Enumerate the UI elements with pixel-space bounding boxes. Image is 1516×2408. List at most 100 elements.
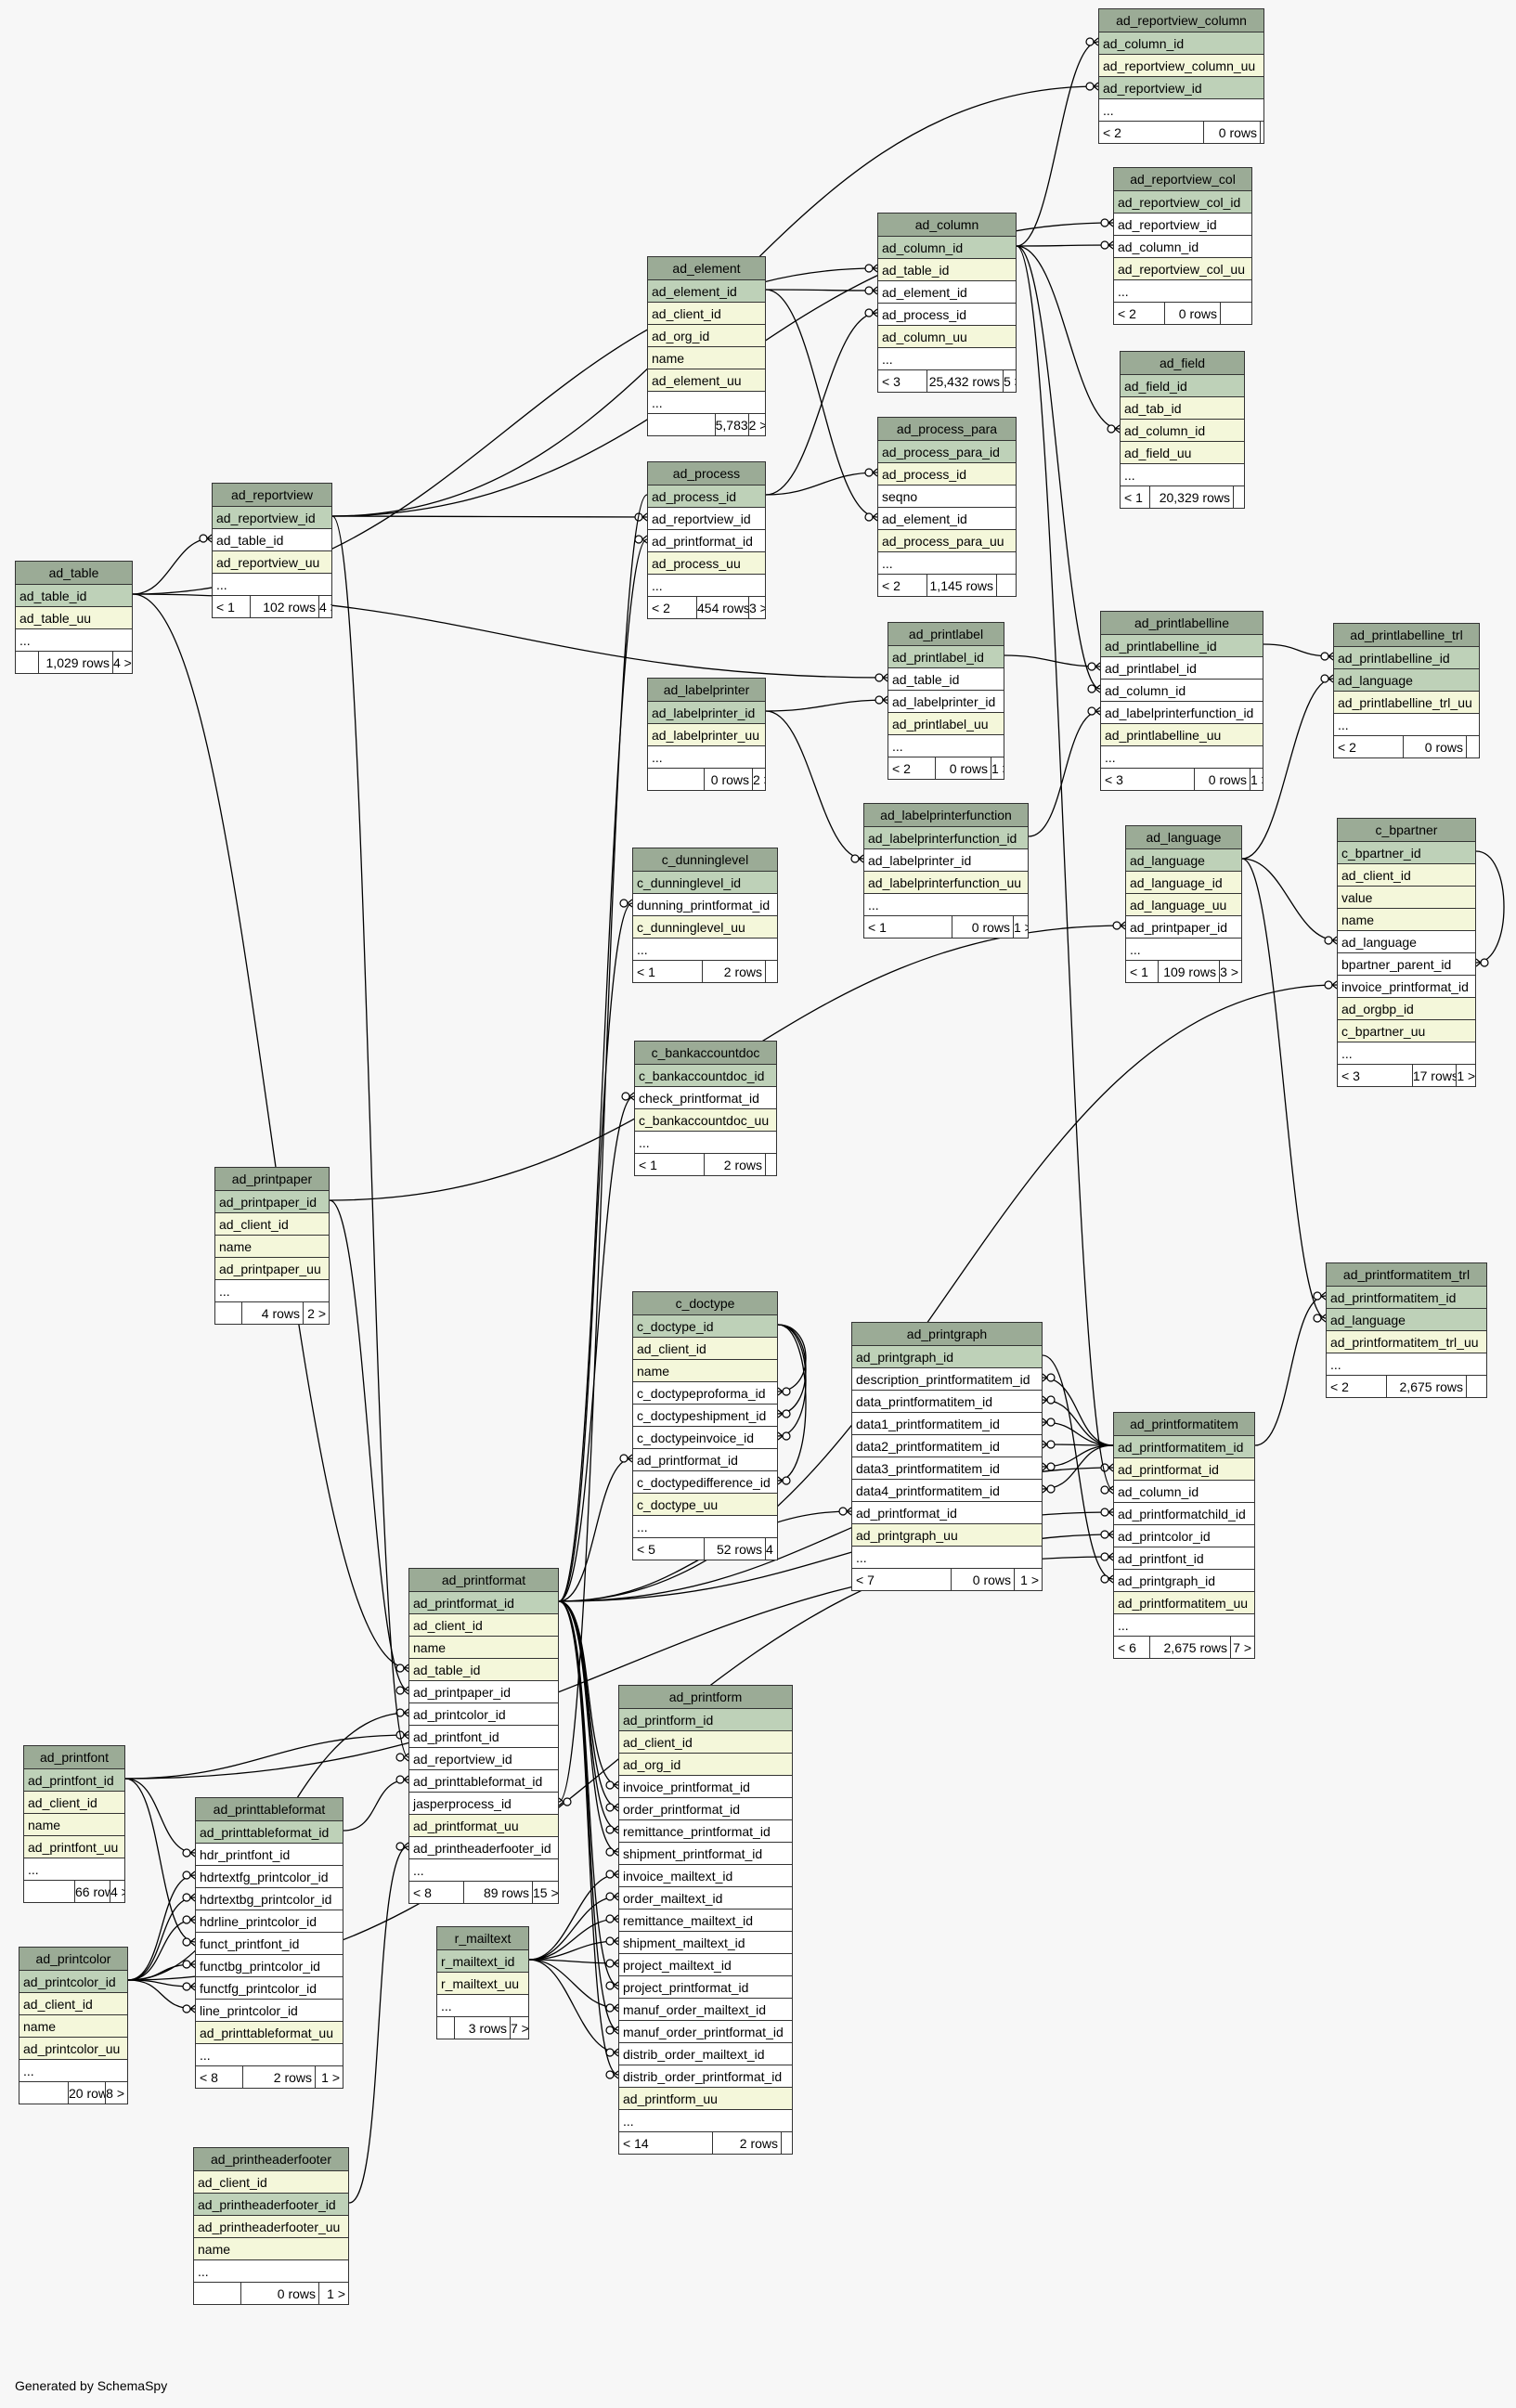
column-row[interactable]: c_doctypeproforma_id bbox=[633, 1381, 777, 1404]
table-title[interactable]: c_bankaccountdoc bbox=[635, 1042, 776, 1064]
column-row[interactable]: ad_client_id bbox=[19, 1992, 127, 2014]
children-count[interactable]: 1 > bbox=[315, 2066, 343, 2088]
column-row[interactable]: ad_column_id bbox=[1101, 679, 1263, 701]
children-count[interactable] bbox=[781, 2132, 792, 2154]
column-row[interactable]: ad_language bbox=[1126, 848, 1241, 871]
column-row[interactable]: ad_printformat_id bbox=[1114, 1457, 1254, 1480]
column-row[interactable]: ad_process_id bbox=[878, 462, 1016, 485]
column-row[interactable]: ad_printheaderfooter_uu bbox=[194, 2215, 348, 2237]
column-row[interactable]: hdrtextfg_printcolor_id bbox=[196, 1865, 343, 1887]
column-row[interactable]: c_dunninglevel_id bbox=[633, 871, 777, 893]
parents-count[interactable]: < 1 bbox=[1130, 964, 1148, 979]
table-title[interactable]: ad_printfont bbox=[24, 1746, 124, 1768]
column-row[interactable]: ad_labelprinter_id bbox=[888, 690, 1004, 712]
column-row[interactable]: c_doctype_uu bbox=[633, 1493, 777, 1515]
column-row[interactable]: ad_printlabelline_trl_uu bbox=[1334, 691, 1479, 713]
column-row[interactable]: ad_labelprinter_id bbox=[864, 848, 1028, 871]
column-row[interactable]: ad_printlabelline_uu bbox=[1101, 723, 1263, 745]
column-row[interactable]: ad_reportview_col_uu bbox=[1114, 257, 1251, 279]
column-row[interactable]: ad_element_id bbox=[648, 279, 765, 302]
column-row[interactable]: ad_client_id bbox=[215, 1212, 329, 1235]
column-row[interactable]: r_mailtext_id bbox=[437, 1949, 528, 1972]
column-row[interactable]: description_printformatitem_id bbox=[852, 1367, 1042, 1390]
column-row[interactable]: ad_table_id bbox=[888, 667, 1004, 690]
parents-count[interactable]: < 3 bbox=[1341, 1068, 1360, 1083]
column-row[interactable]: functfg_printcolor_id bbox=[196, 1976, 343, 1999]
column-row[interactable]: ad_printfont_uu bbox=[24, 1835, 124, 1858]
table-title[interactable]: ad_labelprinterfunction bbox=[864, 804, 1028, 826]
column-row[interactable]: ad_client_id bbox=[409, 1613, 558, 1636]
table-title[interactable]: ad_printformatitem_trl bbox=[1327, 1263, 1486, 1286]
column-row[interactable]: ad_table_id bbox=[878, 258, 1016, 280]
children-count[interactable]: 4 > bbox=[765, 1538, 777, 1560]
column-row[interactable]: ad_reportview_uu bbox=[213, 550, 331, 573]
column-row[interactable]: ad_printlabelline_id bbox=[1334, 646, 1479, 668]
children-count[interactable]: 5 > bbox=[1003, 370, 1016, 392]
table-title[interactable]: ad_field bbox=[1121, 352, 1244, 374]
column-row[interactable]: ad_printfont_id bbox=[24, 1768, 124, 1791]
column-row[interactable]: ad_printpaper_uu bbox=[215, 1257, 329, 1279]
parents-count[interactable]: < 8 bbox=[413, 1885, 432, 1900]
column-row[interactable]: distrib_order_mailtext_id bbox=[619, 2042, 792, 2065]
column-row[interactable]: seqno bbox=[878, 485, 1016, 507]
column-row[interactable]: ad_reportview_col_id bbox=[1114, 190, 1251, 213]
column-row[interactable]: shipment_printformat_id bbox=[619, 1842, 792, 1864]
parents-count[interactable]: < 1 bbox=[216, 600, 235, 615]
column-row[interactable]: remittance_mailtext_id bbox=[619, 1909, 792, 1931]
column-row[interactable]: ad_reportview_id bbox=[1099, 76, 1263, 98]
column-row[interactable]: ad_printlabelline_id bbox=[1101, 634, 1263, 656]
column-row[interactable]: bpartner_parent_id bbox=[1338, 952, 1475, 975]
column-row[interactable]: manuf_order_printformat_id bbox=[619, 2020, 792, 2042]
column-row[interactable]: manuf_order_mailtext_id bbox=[619, 1998, 792, 2020]
column-row[interactable]: order_mailtext_id bbox=[619, 1886, 792, 1909]
column-row[interactable]: ad_column_uu bbox=[878, 325, 1016, 347]
column-row[interactable]: invoice_printformat_id bbox=[619, 1775, 792, 1797]
column-row[interactable]: ad_process_para_uu bbox=[878, 529, 1016, 551]
column-row[interactable]: ad_client_id bbox=[24, 1791, 124, 1813]
column-row[interactable]: ad_printformat_id bbox=[648, 529, 765, 551]
column-row[interactable]: ad_printform_uu bbox=[619, 2087, 792, 2109]
column-row[interactable]: ad_printformatchild_id bbox=[1114, 1502, 1254, 1524]
column-row[interactable]: ad_process_id bbox=[878, 303, 1016, 325]
column-row[interactable]: ad_printtableformat_id bbox=[196, 1820, 343, 1843]
children-count[interactable]: 4 > bbox=[110, 1881, 124, 1902]
parents-count[interactable]: < 2 bbox=[1330, 1379, 1349, 1394]
column-row[interactable]: ad_printlabel_id bbox=[1101, 656, 1263, 679]
children-count[interactable] bbox=[1466, 1376, 1486, 1397]
children-count[interactable]: 1 > bbox=[318, 2283, 348, 2304]
parents-count[interactable]: < 2 bbox=[1338, 740, 1356, 755]
column-row[interactable]: ad_labelprinter_uu bbox=[648, 723, 765, 745]
column-row[interactable]: ad_client_id bbox=[648, 302, 765, 324]
table-title[interactable]: ad_printlabelline bbox=[1101, 612, 1263, 634]
table-title[interactable]: r_mailtext bbox=[437, 1927, 528, 1949]
column-row[interactable]: ad_field_id bbox=[1121, 374, 1244, 396]
parents-count[interactable]: < 5 bbox=[637, 1542, 655, 1557]
column-row[interactable]: ad_language bbox=[1338, 930, 1475, 952]
column-row[interactable]: ad_language_id bbox=[1126, 871, 1241, 893]
column-row[interactable]: functbg_printcolor_id bbox=[196, 1954, 343, 1976]
column-row[interactable]: ad_element_id bbox=[878, 507, 1016, 529]
parents-count[interactable] bbox=[648, 769, 704, 790]
parents-count[interactable]: < 2 bbox=[652, 601, 670, 615]
parents-count[interactable]: < 2 bbox=[1103, 125, 1121, 140]
table-title[interactable]: ad_language bbox=[1126, 826, 1241, 848]
column-row[interactable]: ad_element_uu bbox=[648, 369, 765, 391]
column-row[interactable]: ad_reportview_column_uu bbox=[1099, 54, 1263, 76]
parents-count[interactable] bbox=[19, 2082, 68, 2104]
column-row[interactable]: ad_labelprinterfunction_id bbox=[1101, 701, 1263, 723]
column-row[interactable]: ad_client_id bbox=[633, 1337, 777, 1359]
column-row[interactable]: ad_printfont_id bbox=[409, 1725, 558, 1747]
table-title[interactable]: ad_table bbox=[16, 562, 132, 584]
column-row[interactable]: ad_table_id bbox=[16, 584, 132, 606]
parents-count[interactable]: < 2 bbox=[882, 578, 901, 593]
